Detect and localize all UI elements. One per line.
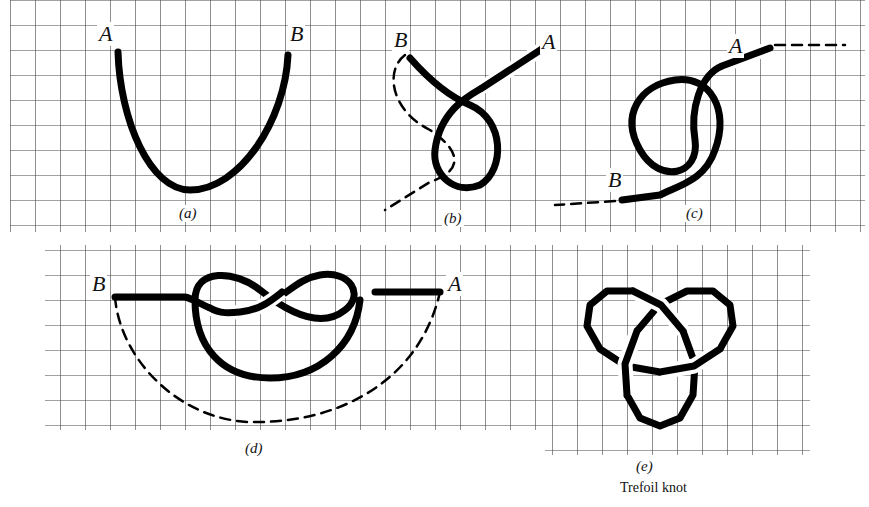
point-label: A <box>446 272 463 296</box>
figure-caption: (a) <box>177 205 199 222</box>
dashed-string <box>385 55 454 210</box>
grid-paper <box>10 0 865 232</box>
string <box>622 66 722 200</box>
dashed-string <box>555 201 615 205</box>
dashed-string <box>115 292 440 422</box>
point-label: B <box>606 168 623 192</box>
string <box>115 274 360 378</box>
figure-caption: (b) <box>442 210 464 227</box>
point-label: B <box>288 22 305 46</box>
string <box>375 289 440 296</box>
point-label: A <box>97 22 114 46</box>
trefoil-knot <box>660 349 720 372</box>
figure-caption: (d) <box>243 440 265 457</box>
grid-paper <box>45 245 545 430</box>
grid-paper <box>545 245 810 455</box>
trefoil-knot <box>633 291 683 331</box>
point-label: A <box>727 34 744 58</box>
trefoil-knot <box>625 331 637 395</box>
point-label: A <box>540 30 557 54</box>
trefoil-knot <box>587 291 733 426</box>
string <box>482 45 548 88</box>
string <box>410 58 498 188</box>
figure-caption: (c) <box>684 205 705 222</box>
figure-caption: Trefoil knot <box>618 480 689 495</box>
string <box>210 292 282 313</box>
point-label: B <box>90 272 107 296</box>
string <box>118 52 288 190</box>
figure-caption: (e) <box>634 458 655 475</box>
point-label: B <box>392 28 409 52</box>
dashed-string <box>775 44 845 47</box>
